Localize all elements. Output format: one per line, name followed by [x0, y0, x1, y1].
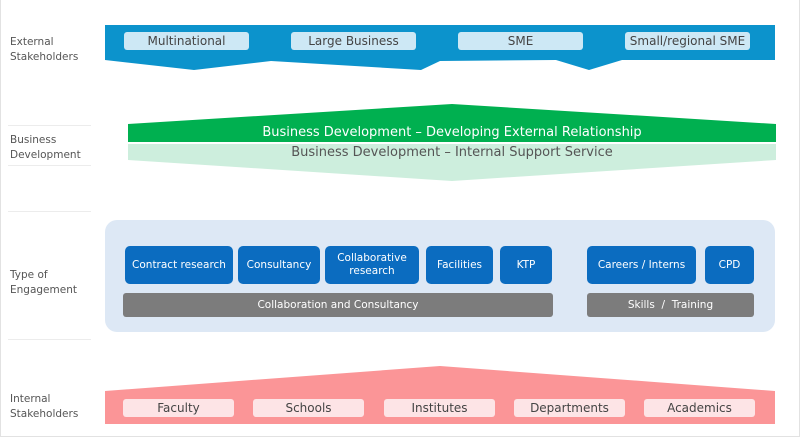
- internal-stakeholder-academics: Academics: [644, 399, 755, 417]
- external-stakeholder-large-business: Large Business: [291, 32, 416, 50]
- row-divider: [8, 125, 91, 126]
- row-label-type-of-engagement: Type of Engagement: [10, 269, 77, 296]
- row-divider: [8, 211, 91, 212]
- engagement-consultancy: Consultancy: [238, 246, 320, 284]
- external-stakeholder-sme: SME: [458, 32, 583, 50]
- engagement-contract-research: Contract research: [125, 246, 233, 284]
- external-stakeholder-small-regional-sme: Small/regional SME: [625, 32, 750, 50]
- row-divider: [8, 339, 91, 340]
- bd-external-band: [128, 104, 776, 142]
- bd-internal-label: Business Development – Internal Support …: [291, 145, 613, 160]
- engagement-careers-interns: Careers / Interns: [587, 246, 696, 284]
- engagement-collaborative-research: Collaborative research: [325, 246, 419, 284]
- internal-stakeholder-departments: Departments: [514, 399, 625, 417]
- bd-external-label: Business Development – Developing Extern…: [262, 125, 642, 140]
- internal-stakeholder-institutes: Institutes: [384, 399, 495, 417]
- engagement-cpd: CPD: [705, 246, 754, 284]
- row-label-internal-stakeholders: Internal Stakeholders: [10, 393, 79, 420]
- engagement-ktp: KTP: [500, 246, 552, 284]
- skills-group-bar: Skills / Training: [587, 293, 754, 317]
- internal-stakeholder-schools: Schools: [253, 399, 364, 417]
- bd-internal-band: [128, 144, 776, 181]
- row-label-business-development: Business Development: [10, 134, 81, 161]
- row-label-external-stakeholders: External Stakeholders: [10, 36, 79, 63]
- engagement-facilities: Facilities: [426, 246, 493, 284]
- row-divider: [8, 165, 91, 166]
- external-stakeholders-band: [105, 25, 775, 70]
- external-stakeholder-multinational: Multinational: [124, 32, 249, 50]
- collaboration-group-bar: Collaboration and Consultancy: [123, 293, 553, 317]
- internal-stakeholder-faculty: Faculty: [123, 399, 234, 417]
